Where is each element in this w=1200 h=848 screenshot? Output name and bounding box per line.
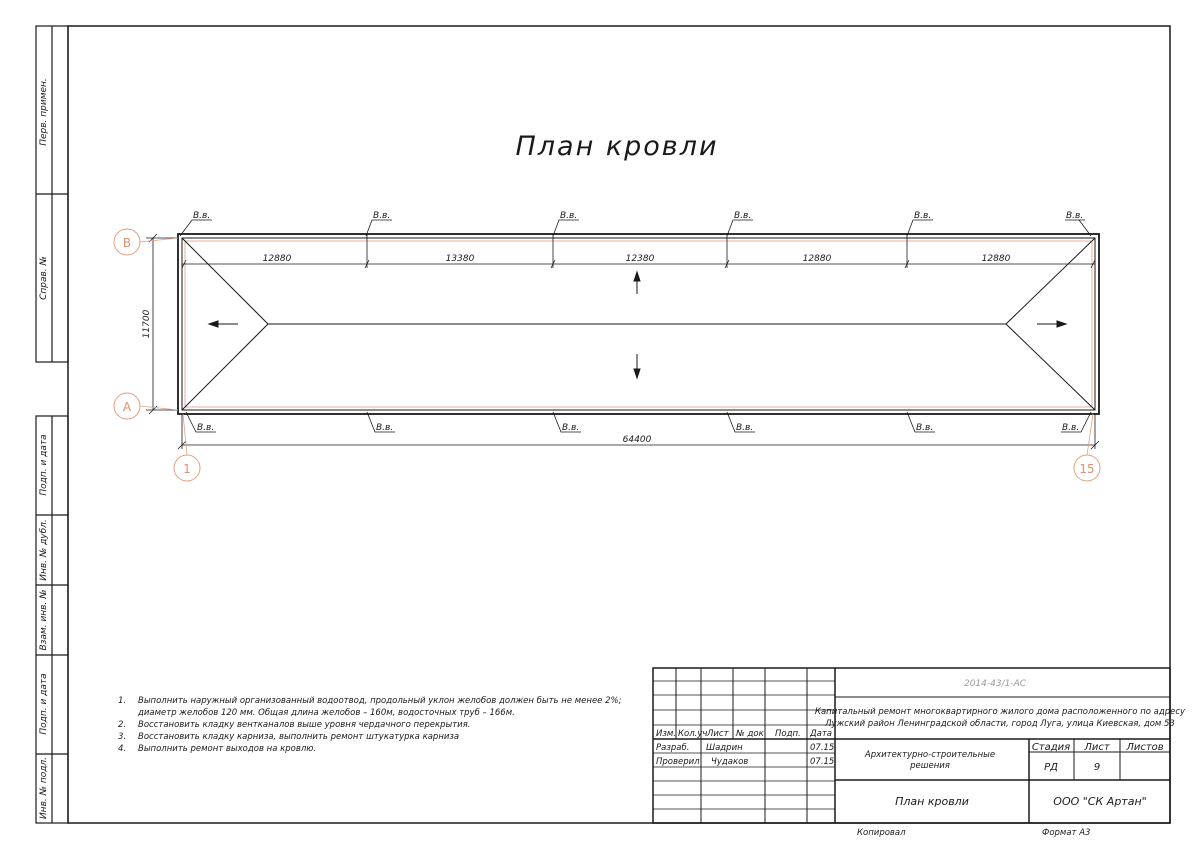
- side-stamp-vzam: Взам. инв. №: [39, 589, 49, 650]
- drain-label-bottom-4: В.в.: [736, 423, 753, 433]
- tb-section-line-2: решения: [909, 761, 950, 771]
- drain-label-top-3: В.в.: [560, 211, 577, 221]
- drain-label-bottom-2: В.в.: [376, 423, 393, 433]
- tb-h-data: Дата: [809, 729, 832, 739]
- side-stamp-perv: Перв. примен.: [39, 78, 49, 146]
- drawing-notes: 1. Выполнить наружный организованный вод…: [118, 696, 622, 754]
- slope-arrows: [207, 270, 1068, 380]
- note-3-line: Восстановить кладку карниза, выполнить р…: [138, 732, 459, 742]
- tb-format: Формат А3: [1042, 828, 1090, 838]
- side-stamp-inv-podl: Инв. № подл.: [39, 757, 49, 819]
- side-stamp: [35, 25, 69, 824]
- axis-label-15: 15: [1079, 462, 1094, 476]
- note-1-line-2: диаметр желобов 120 мм. Общая длина жело…: [137, 708, 515, 718]
- tb-h-stadia: Стадия: [1032, 742, 1070, 753]
- tb-sheet-name: План кровли: [895, 795, 969, 808]
- tb-razrab-name: Шадрин: [706, 743, 743, 753]
- note-1-num: 1.: [118, 696, 126, 706]
- tb-h-podp: Подп.: [775, 729, 801, 739]
- drain-label-top-1: В.в.: [193, 211, 210, 221]
- dim-11700: 11700: [142, 309, 152, 338]
- tb-proveril-date: 07.15: [810, 757, 834, 767]
- dim-12880-b: 12880: [803, 254, 832, 264]
- tb-razrab: Разраб.: [656, 743, 689, 753]
- tb-object-line-1: Капитальный ремонт многоквартирного жило…: [815, 707, 1186, 717]
- tb-h-koluch: Кол.уч: [678, 729, 707, 739]
- tb-copied: Копировал: [857, 828, 906, 838]
- axis-label-b: В: [123, 236, 131, 250]
- drain-leaders-bottom: [185, 411, 1092, 433]
- drain-label-top-6: В.в.: [1066, 211, 1083, 221]
- tb-list-no: 9: [1094, 762, 1100, 773]
- drain-label-bottom-5: В.в.: [916, 423, 933, 433]
- tb-proveril-name: Чудаков: [711, 757, 748, 767]
- note-4-num: 4.: [118, 744, 126, 754]
- drain-label-top-4: В.в.: [734, 211, 751, 221]
- tb-h-list2: Лист: [1083, 742, 1111, 753]
- tb-h-list: Лист: [706, 729, 730, 739]
- axis-label-1: 1: [183, 462, 191, 476]
- note-4-line: Выполнить ремонт выходов на кровлю.: [138, 744, 316, 754]
- drain-label-top-5: В.в.: [914, 211, 931, 221]
- tb-company: ООО "СК Артан": [1053, 795, 1146, 808]
- drain-label-bottom-6: В.в.: [1062, 423, 1079, 433]
- drawing-title: План кровли: [515, 131, 718, 162]
- dimension-vertical: [146, 233, 178, 415]
- dim-12380: 12380: [626, 254, 655, 264]
- drain-leaders-top: [179, 219, 1092, 237]
- side-stamp-sprav: Справ. №: [39, 256, 49, 300]
- axis-markers: [113, 228, 1101, 482]
- drain-label-bottom-1: В.в.: [197, 423, 214, 433]
- roof-gutter-line: [184, 240, 1093, 408]
- note-2-num: 2.: [118, 720, 126, 730]
- tb-object-line-2: Лужский район Ленинградской области, гор…: [824, 719, 1175, 729]
- tb-razrab-date: 07.15: [810, 743, 834, 753]
- roof-outline-outer: [177, 233, 1100, 415]
- note-3-num: 3.: [118, 732, 126, 742]
- side-stamp-podp2: Подп. и дата: [39, 673, 49, 734]
- roof-ridges: [181, 237, 1096, 411]
- tb-doc-code: 2014-43/1-АС: [964, 679, 1027, 689]
- dim-12880-c: 12880: [982, 254, 1011, 264]
- axis-label-a: А: [123, 400, 132, 414]
- side-stamp-podp1: Подп. и дата: [39, 434, 49, 495]
- title-block: [652, 667, 1171, 824]
- tb-h-ndok: № док: [735, 729, 765, 739]
- dim-13380: 13380: [446, 254, 475, 264]
- tb-h-izm: Изм.: [656, 729, 676, 739]
- tb-h-listov: Листов: [1125, 742, 1163, 753]
- note-1-line-1: Выполнить наружный организованный водоот…: [138, 696, 622, 706]
- dimension-total: [177, 414, 1100, 450]
- drain-label-top-2: В.в.: [373, 211, 390, 221]
- dimension-chain-top: [181, 234, 1096, 269]
- dim-64400: 64400: [623, 435, 652, 445]
- tb-stadia: РД: [1044, 762, 1058, 773]
- dim-12880-a: 12880: [263, 254, 292, 264]
- note-2-line: Восстановить кладку вентканалов выше уро…: [138, 720, 470, 730]
- roof-outline-inner: [181, 237, 1096, 411]
- side-stamp-inv-dubl: Инв. № дубл.: [39, 519, 49, 581]
- tb-section-line-1: Архитектурно-строительные: [864, 750, 995, 760]
- tb-proveril: Проверил: [656, 757, 700, 767]
- drain-label-bottom-3: В.в.: [562, 423, 579, 433]
